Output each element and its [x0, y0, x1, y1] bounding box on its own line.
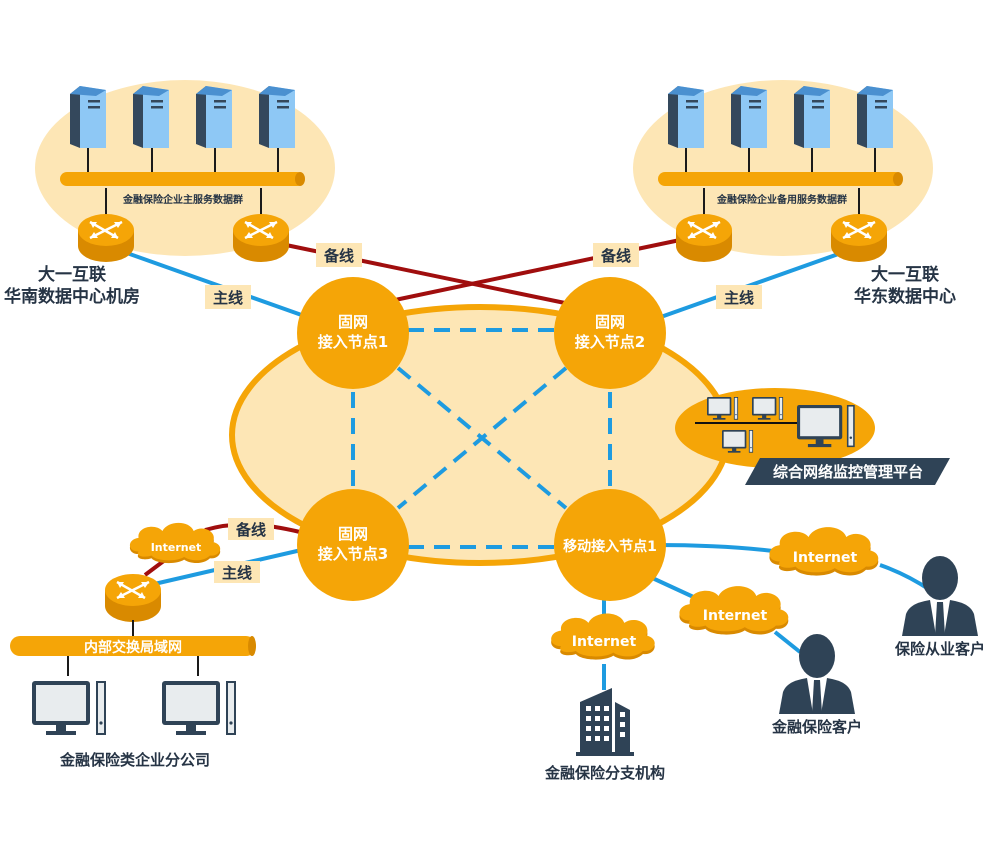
link-label-backup: 备线: [228, 518, 274, 540]
link-label-main: 主线: [716, 285, 762, 309]
router-icon[interactable]: [231, 212, 291, 264]
server-icon: [857, 86, 893, 148]
south-datacenter: 金融保险企业主服务数据群 大一互联 华南数据中心机房: [4, 86, 305, 307]
east-cluster-label: 金融保险企业备用服务数据群: [716, 193, 847, 206]
branch-institution-label: 金融保险分支机构: [544, 764, 665, 782]
monitor-platform-label: 综合网络监控管理平台: [773, 463, 923, 481]
access-node-3[interactable]: 固网 接入节点3: [297, 489, 409, 601]
south-datacenter-name: 大一互联: [38, 264, 106, 285]
svg-text:固网: 固网: [338, 525, 368, 543]
server-icon: [70, 86, 106, 148]
svg-text:接入节点1: 接入节点1: [318, 333, 388, 351]
branch-office-name: 金融保险类企业分公司: [59, 751, 210, 769]
svg-text:接入节点3: 接入节点3: [318, 545, 388, 563]
router-icon[interactable]: [674, 212, 734, 264]
east-datacenter-location: 华东数据中心: [854, 286, 956, 307]
mobile-client-customer: Internet 金融保险客户: [679, 586, 862, 736]
south-datacenter-location: 华南数据中心机房: [4, 286, 140, 307]
east-datacenter: 金融保险企业备用服务数据群 大一互联 华东数据中心: [658, 86, 956, 307]
svg-text:固网: 固网: [338, 313, 368, 331]
building-icon: [576, 688, 634, 756]
svg-text:固网: 固网: [595, 313, 625, 331]
link-label-main: 主线: [214, 561, 260, 583]
svg-text:备线: 备线: [323, 247, 354, 265]
monitor-platform[interactable]: 综合网络监控管理平台: [675, 388, 950, 485]
mesh-links: [351, 328, 612, 549]
svg-text:主线: 主线: [213, 289, 243, 307]
svg-text:Internet: Internet: [793, 550, 858, 566]
router-icon[interactable]: [103, 572, 163, 624]
svg-text:Internet: Internet: [703, 608, 768, 624]
computer-icon: [32, 681, 106, 735]
computer-icon: [162, 681, 236, 735]
svg-text:备线: 备线: [600, 247, 631, 265]
svg-text:接入节点2: 接入节点2: [575, 333, 645, 351]
branch-office: Internet 内部交换局域网 金融保险类企业分公司: [10, 522, 256, 769]
server-icon: [668, 86, 704, 148]
access-node-1[interactable]: 固网 接入节点1: [297, 277, 409, 389]
server-icon: [259, 86, 295, 148]
link-label-main: 主线: [205, 285, 251, 309]
server-icon: [196, 86, 232, 148]
practitioner-label: 保险从业客户: [894, 640, 985, 658]
svg-text:移动接入节点1: 移动接入节点1: [563, 538, 657, 555]
svg-text:备线: 备线: [235, 521, 266, 539]
server-icon: [794, 86, 830, 148]
link-label-backup: 备线: [593, 243, 639, 267]
access-node-2[interactable]: 固网 接入节点2: [554, 277, 666, 389]
router-icon[interactable]: [76, 212, 136, 264]
svg-text:主线: 主线: [222, 564, 252, 582]
person-icon: [902, 556, 978, 636]
mobile-client-practitioner: Internet 保险从业客户: [769, 527, 985, 658]
mobile-access-node-1[interactable]: 移动接入节点1: [554, 489, 666, 601]
link-label-backup: 备线: [316, 243, 362, 267]
internet-cloud-label: Internet: [151, 541, 202, 554]
router-icon[interactable]: [829, 212, 889, 264]
east-datacenter-name: 大一互联: [871, 264, 939, 285]
customer-label: 金融保险客户: [771, 718, 862, 736]
svg-text:Internet: Internet: [572, 634, 637, 650]
server-icon: [133, 86, 169, 148]
server-icon: [731, 86, 767, 148]
lan-label: 内部交换局域网: [84, 639, 182, 656]
svg-text:主线: 主线: [724, 289, 754, 307]
mobile-client-branch: Internet 金融保险分支机构: [544, 613, 665, 782]
south-cluster-label: 金融保险企业主服务数据群: [122, 193, 243, 206]
